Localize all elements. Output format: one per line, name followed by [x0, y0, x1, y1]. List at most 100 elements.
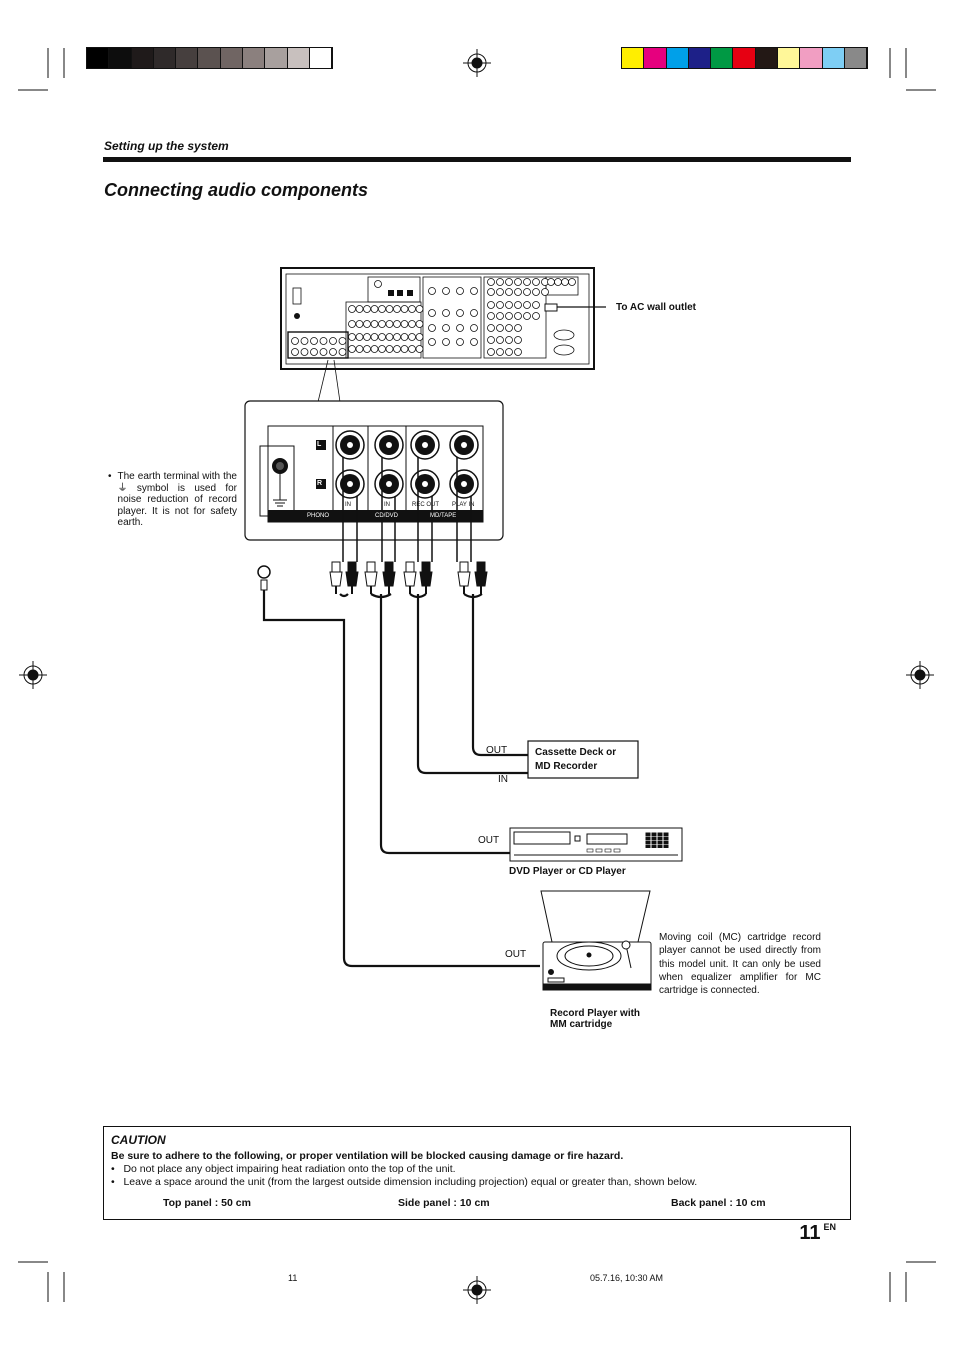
- color-swatch: [265, 48, 288, 68]
- dvd-button: [595, 848, 603, 853]
- rear-jack: [355, 305, 364, 313]
- rear-jack: [505, 301, 513, 309]
- rear-jack: [547, 278, 555, 286]
- color-swatch: [243, 48, 266, 68]
- rear-jack: [319, 337, 328, 345]
- rear-jack: [487, 312, 495, 320]
- rear-jack: [487, 278, 495, 286]
- dvd-button: [586, 848, 594, 853]
- bullet-dot: •: [108, 471, 112, 482]
- dvd-out-label: OUT: [478, 835, 500, 846]
- rear-jack: [487, 288, 495, 296]
- play-in-label: PLAY IN: [452, 502, 475, 508]
- rear-jack: [370, 305, 379, 313]
- rear-jack: [568, 278, 576, 286]
- rear-jack: [487, 301, 495, 309]
- mdtape-panel-label: MD/TAPE: [430, 513, 457, 519]
- rear-jack: [505, 324, 513, 332]
- section-label: Setting up the system: [104, 139, 229, 153]
- rear-jack: [470, 309, 478, 317]
- registration-mark-left: [19, 661, 47, 689]
- rear-jack: [300, 337, 309, 345]
- registration-mark-top: [463, 49, 491, 77]
- rear-jack: [428, 338, 436, 346]
- rear-jack: [291, 348, 299, 356]
- registration-mark-bottom: [463, 1276, 491, 1304]
- jack-label-l: L: [317, 441, 322, 448]
- color-swatch: [287, 48, 310, 68]
- rear-jack: [415, 305, 424, 313]
- color-swatch: [309, 48, 333, 68]
- rca-jack: [449, 430, 479, 460]
- rear-jack: [532, 301, 540, 309]
- rear-jack: [378, 345, 386, 353]
- rear-jack: [378, 320, 386, 328]
- caution-lead: Be sure to adhere to the following, or p…: [111, 1150, 624, 1162]
- color-swatch: [131, 48, 154, 68]
- rear-jack: [554, 278, 562, 286]
- rear-jack: [496, 336, 504, 344]
- rear-jack: [523, 312, 531, 320]
- rear-jack: [348, 345, 356, 353]
- rear-jack: [370, 345, 379, 353]
- rear-jack: [487, 336, 495, 344]
- rear-jack: [400, 345, 409, 353]
- dvd-button: [657, 836, 663, 840]
- enlarged-jack-panel: [244, 400, 504, 562]
- rear-jack: [428, 309, 436, 317]
- rca-plug: [419, 561, 433, 594]
- earth-terminal-note: • The earth terminal with the ⏚ symbol i…: [108, 471, 237, 528]
- rca-plug: [403, 561, 417, 594]
- rear-jack: [400, 320, 409, 328]
- rear-jack: [496, 324, 504, 332]
- rear-jack: [523, 288, 531, 296]
- dvd-button: [663, 832, 669, 836]
- back-panel-clearance: Back panel : 10 cm: [671, 1197, 766, 1209]
- rear-jack: [541, 288, 549, 296]
- rear-jack: [505, 348, 513, 356]
- rear-jack: [385, 305, 394, 313]
- cddvd-panel-label: CD/DVD: [375, 513, 399, 519]
- rear-jack: [363, 320, 371, 328]
- gray-color-bar: [86, 47, 334, 69]
- jack-label-r: R: [317, 480, 323, 487]
- rear-jack: [378, 333, 386, 341]
- rear-jack: [374, 280, 382, 288]
- cassette-out-label: OUT: [486, 745, 508, 756]
- rear-jack: [408, 333, 416, 341]
- rear-jack: [310, 337, 318, 345]
- rear-jack: [385, 345, 394, 353]
- rear-jack: [496, 301, 504, 309]
- top-panel-clearance: Top panel : 50 cm: [163, 1197, 251, 1209]
- rear-jack: [523, 278, 531, 286]
- color-swatch: [153, 48, 177, 68]
- rca-plug: [345, 561, 359, 594]
- rear-jack: [456, 287, 464, 295]
- rear-jack: [393, 345, 401, 353]
- rear-jack: [442, 324, 450, 332]
- rear-jack: [415, 320, 424, 328]
- rear-jack: [470, 338, 478, 346]
- rear-jack: [514, 301, 522, 309]
- dvd-button: [604, 848, 612, 853]
- rear-jack: [470, 324, 478, 332]
- cassette-deck-label: Cassette Deck or MD Recorder: [535, 747, 617, 772]
- rear-jack: [355, 320, 364, 328]
- rear-jack: [338, 337, 347, 345]
- rear-jack: [428, 287, 436, 295]
- dvd-button: [663, 844, 669, 848]
- color-swatch: [176, 48, 199, 68]
- rear-jack: [363, 345, 371, 353]
- rec-out-label: REC OUT: [412, 502, 439, 508]
- color-swatch: [220, 48, 244, 68]
- dvd-player-label: DVD Player or CD Player: [509, 866, 626, 877]
- rear-jack: [523, 301, 531, 309]
- record-player-drawing: [540, 890, 652, 991]
- rear-jack: [487, 324, 495, 332]
- rear-jack: [310, 348, 318, 356]
- rear-jack: [487, 348, 495, 356]
- rear-jack: [370, 333, 379, 341]
- registration-mark-right: [906, 661, 934, 689]
- color-swatch: [711, 48, 734, 68]
